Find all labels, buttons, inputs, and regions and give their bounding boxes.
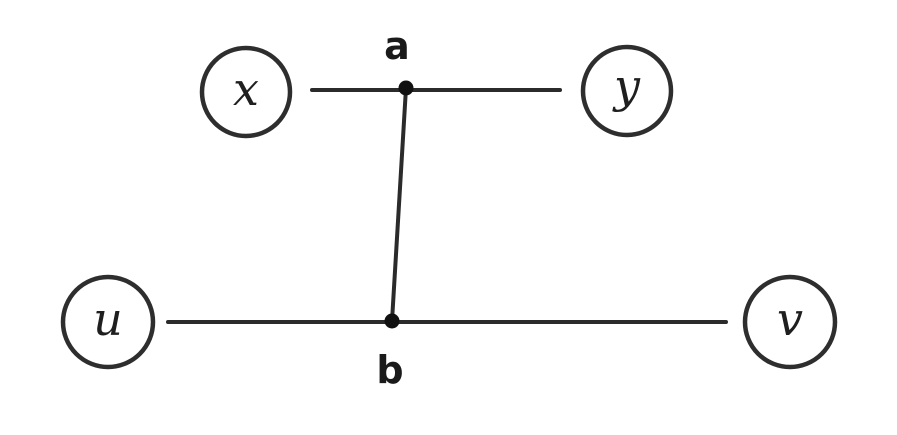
node-x-label: x — [233, 62, 259, 116]
node-u: u — [60, 274, 156, 370]
edge-a-b — [390, 86, 408, 323]
node-x-ring — [199, 45, 293, 139]
node-v-ring — [742, 274, 838, 370]
point-label-a: a — [384, 24, 410, 68]
junction-b — [384, 313, 400, 329]
junction-a — [398, 80, 414, 96]
point-label-b: b — [376, 348, 403, 392]
node-y: y — [580, 44, 674, 138]
node-y-ring — [580, 44, 674, 138]
node-u-ring — [60, 274, 156, 370]
node-x: x — [199, 45, 293, 139]
node-v: v — [742, 274, 838, 370]
node-y-label: y — [612, 59, 641, 113]
node-v-label: v — [777, 292, 803, 346]
node-u-label: u — [93, 292, 123, 346]
